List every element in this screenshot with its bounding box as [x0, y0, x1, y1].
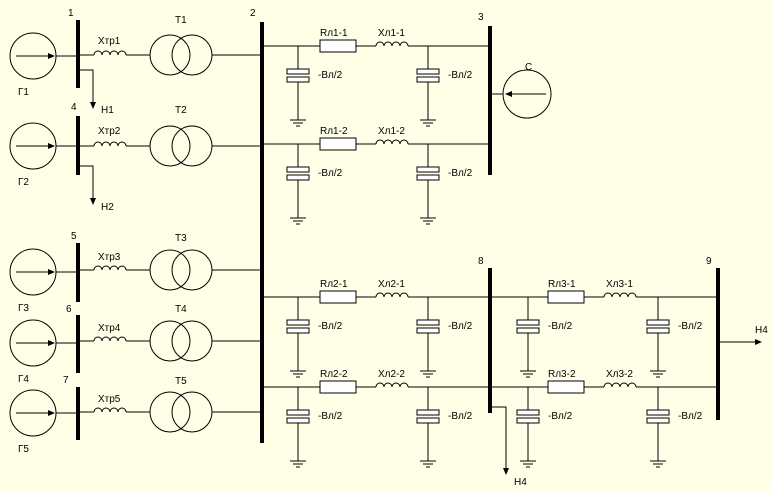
line-resistor — [547, 380, 585, 394]
line-reactance — [375, 292, 409, 298]
generator-label-g5: Г5 — [18, 444, 29, 455]
shunt-label-4-b: -Вл/2 — [448, 411, 473, 422]
line-reactance — [375, 41, 409, 47]
load-n1 — [78, 69, 96, 109]
line-section-1: Rл1-1 Хл1-1 -Вл/2 -Вл/2 — [262, 28, 490, 127]
shunt-label-6-b: -Вл/2 — [678, 411, 703, 422]
line-r-label-5: Rл3-1 — [548, 279, 576, 290]
shunt-label-5-b: -Вл/2 — [678, 321, 703, 332]
transformer-label-2: Т2 — [175, 105, 187, 116]
transformer-label-1: Т1 — [175, 15, 187, 26]
shunt-label-4-a: -Вл/2 — [318, 411, 343, 422]
line-resistor — [319, 137, 357, 151]
line-x-label-3: Хл2-1 — [378, 279, 405, 290]
branch-g1 — [78, 34, 262, 76]
reactor-label-5: Хтр5 — [98, 394, 121, 405]
shunt-label-6-a: -Вл/2 — [548, 411, 573, 422]
system-source — [490, 69, 552, 119]
line-r-label-2: Rл1-2 — [320, 126, 348, 137]
generator-g2 — [9, 122, 78, 170]
reactor-label-1: Хтр1 — [98, 36, 121, 47]
branch-g3 — [78, 249, 262, 291]
line-section-4: Rл2-2 Хл2-2 -Вл/2 -Вл/2 — [262, 369, 490, 468]
line-resistor — [319, 290, 357, 304]
shunt-label-1-b: -Вл/2 — [448, 70, 473, 81]
reactor-label-4: Хтр4 — [98, 323, 121, 334]
transformer-label-3: Т3 — [175, 233, 187, 244]
generator-label-g2: Г2 — [18, 177, 29, 188]
reactor-label-2: Хтр2 — [98, 126, 121, 137]
shunt-label-3-b: -Вл/2 — [448, 321, 473, 332]
shunt-label-2-a: -Вл/2 — [318, 168, 343, 179]
node-label-3: 3 — [478, 12, 484, 23]
line-x-label-5: Хл3-1 — [606, 279, 633, 290]
node-label-7: 7 — [63, 375, 69, 386]
line-x-label-2: Хл1-2 — [378, 126, 405, 137]
generator-label-g3: Г3 — [18, 303, 29, 314]
generator-label-g4: Г4 — [18, 374, 29, 385]
node-label-8: 8 — [478, 256, 484, 267]
node-label-2: 2 — [250, 8, 256, 19]
line-x-label-1: Хл1-1 — [378, 28, 405, 39]
line-reactance — [375, 139, 409, 145]
line-resistor — [547, 290, 585, 304]
line-r-label-4: Rл2-2 — [320, 369, 348, 380]
line-reactance — [375, 382, 409, 388]
transformer-label-4: Т4 — [175, 304, 187, 315]
line-resistor — [319, 39, 357, 53]
node-label-5: 5 — [71, 231, 77, 242]
line-section-6: Rл3-2 Хл3-2 -Вл/2 -Вл/2 — [490, 369, 718, 468]
system-label: С — [525, 62, 532, 73]
load-label-n1: Н1 — [101, 105, 114, 116]
load-label-n2: Н2 — [101, 202, 114, 213]
shunt-label-1-a: -Вл/2 — [318, 70, 343, 81]
line-section-2: Rл1-2 Хл1-2 -Вл/2 -Вл/2 — [262, 126, 490, 225]
generator-label-g1: Г1 — [18, 87, 29, 98]
line-x-label-4: Хл2-2 — [378, 369, 405, 380]
line-r-label-1: Rл1-1 — [320, 28, 348, 39]
line-reactance — [603, 292, 637, 298]
generator-g5 — [9, 389, 78, 437]
generator-g3 — [9, 248, 78, 296]
load-label-n4-bus8: Н4 — [514, 477, 527, 488]
line-section-3: Rл2-1 Хл2-1 -Вл/2 -Вл/2 — [262, 279, 490, 378]
node-label-1: 1 — [68, 8, 74, 19]
transformer-label-5: Т5 — [175, 376, 187, 387]
branch-g4 — [78, 320, 262, 362]
line-resistor — [319, 380, 357, 394]
load-n2 — [78, 165, 96, 205]
node-label-4: 4 — [71, 102, 77, 113]
load-n4-bus8 — [490, 406, 509, 475]
shunt-label-3-a: -Вл/2 — [318, 321, 343, 332]
shunt-label-5-a: -Вл/2 — [548, 321, 573, 332]
reactor-label-3: Хтр3 — [98, 252, 121, 263]
line-section-5: Rл3-1 Хл3-1 -Вл/2 -Вл/2 — [490, 279, 718, 378]
load-label-n4-bus9: Н4 — [755, 325, 768, 336]
branch-g5 — [78, 391, 262, 433]
line-x-label-6: Хл3-2 — [606, 369, 633, 380]
line-r-label-3: Rл2-1 — [320, 279, 348, 290]
line-reactance — [603, 382, 637, 388]
load-n4-bus9 — [718, 339, 762, 345]
node-label-6: 6 — [66, 304, 72, 315]
node-label-9: 9 — [706, 256, 712, 267]
branch-g2 — [78, 125, 262, 167]
generator-g1 — [9, 32, 78, 80]
generator-g4 — [9, 319, 78, 367]
shunt-label-2-b: -Вл/2 — [448, 168, 473, 179]
line-r-label-6: Rл3-2 — [548, 369, 576, 380]
